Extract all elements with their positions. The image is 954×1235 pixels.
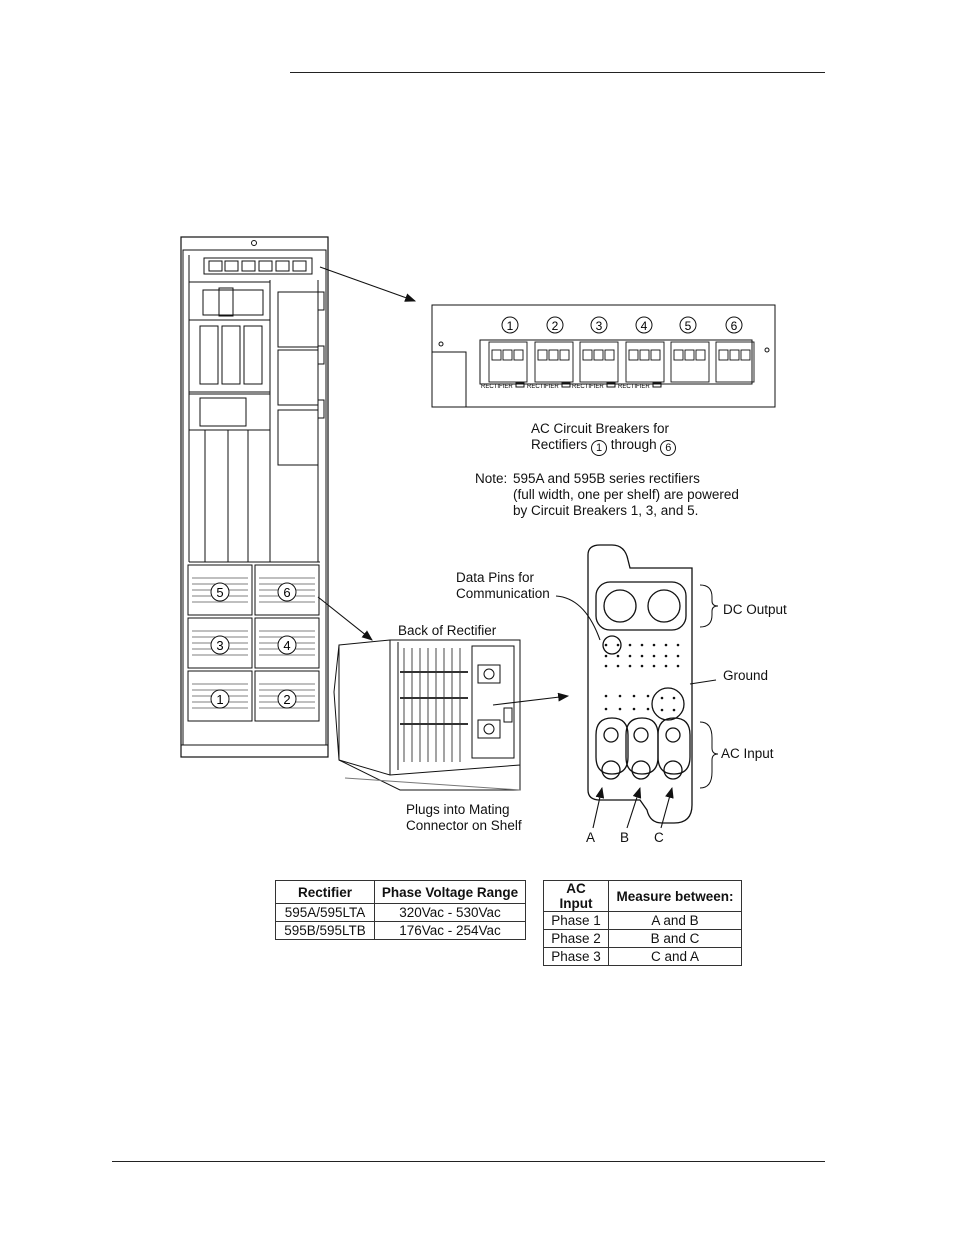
breaker-number: 2 (552, 319, 559, 333)
table-cell: 320Vac - 530Vac (374, 903, 526, 922)
header-rule (290, 72, 825, 73)
rectifier-tag: RECTIFIER (527, 384, 559, 390)
leader-lines (317, 266, 717, 829)
breaker-panel (431, 304, 776, 408)
rectifier-back-drawing (333, 639, 521, 791)
breaker-caption-line2: Rectifiers 1 through 6 (531, 437, 677, 456)
note-label: Note: (475, 471, 508, 486)
table-header: Rectifier (275, 880, 375, 904)
data-pins-line2: Communication (456, 586, 550, 601)
rectifier-slot-numbers: 5 6 3 4 1 2 (210, 582, 297, 709)
table-header-row: AC Input Measure between: (543, 880, 742, 912)
note-line2: (full width, one per shelf) are powered (513, 487, 739, 502)
breaker-number: 1 (507, 319, 514, 333)
slot-number: 3 (216, 638, 223, 653)
table-row: 595A/595LTA 320Vac - 530Vac (275, 903, 526, 922)
table-header-row: Rectifier Phase Voltage Range (275, 880, 526, 904)
table-cell: Phase 3 (543, 947, 609, 966)
rectifier-vent-hatching (192, 577, 315, 709)
note-line3: by Circuit Breakers 1, 3, and 5. (513, 503, 699, 518)
table-cell: C and A (608, 947, 742, 966)
cabinet-frame (180, 236, 329, 758)
table-cell: B and C (608, 929, 742, 948)
phase-measure-table: AC Input Measure between: Phase 1 A and … (543, 880, 742, 966)
footer-rule (112, 1161, 825, 1162)
breaker-number: 3 (596, 319, 603, 333)
caption-through: through (610, 437, 657, 452)
dc-output-label: DC Output (723, 602, 787, 617)
note-line1: 595A and 595B series rectifiers (513, 471, 700, 486)
ac-input-bracket (699, 721, 719, 789)
table-row: Phase 3 C and A (543, 947, 742, 966)
caption-number-first: 1 (591, 440, 608, 456)
breaker-caption-line1: AC Circuit Breakers for (531, 421, 670, 436)
slot-number: 1 (216, 692, 223, 707)
caption-rectifiers: Rectifiers (531, 437, 588, 452)
phase-a-label: A (586, 830, 596, 845)
connector-face (587, 544, 693, 824)
slot-number: 2 (283, 692, 290, 707)
plugs-label: Plugs into Mating Connector on Shelf (406, 802, 522, 834)
table-cell: 176Vac - 254Vac (374, 921, 526, 940)
breaker-number: 6 (731, 319, 738, 333)
plugs-line2: Connector on Shelf (406, 818, 522, 833)
plugs-line1: Plugs into Mating (406, 802, 510, 817)
connector-pins (604, 643, 680, 712)
breaker-number: 5 (685, 319, 692, 333)
slot-number: 6 (283, 585, 290, 600)
back-of-rectifier-label: Back of Rectifier (398, 623, 497, 638)
table-cell: 595B/595LTB (275, 921, 375, 940)
table-row: 595B/595LTB 176Vac - 254Vac (275, 921, 526, 940)
table-header: AC Input (543, 880, 609, 912)
table-header: Phase Voltage Range (374, 880, 526, 904)
rectifier-tag: RECTIFIER (481, 384, 513, 390)
table-row: Phase 2 B and C (543, 929, 742, 948)
breaker-caption: AC Circuit Breakers for Rectifiers 1 thr… (531, 421, 677, 456)
phase-b-label: B (620, 830, 630, 845)
slot-number: 5 (216, 585, 223, 600)
ac-input-label: AC Input (721, 746, 774, 761)
rectifier-tag: RECTIFIER (572, 384, 604, 390)
voltage-range-table: Rectifier Phase Voltage Range 595A/595LT… (275, 880, 526, 940)
table-row: Phase 1 A and B (543, 911, 742, 930)
slot-number: 4 (283, 638, 290, 653)
caption-number-last: 6 (660, 440, 677, 456)
table-cell: 595A/595LTA (275, 903, 375, 922)
breaker-number: 4 (641, 319, 648, 333)
table-header: Measure between: (608, 880, 742, 912)
rectifier-tag: RECTIFIER (618, 384, 650, 390)
table-cell: A and B (608, 911, 742, 930)
note-text: 595A and 595B series rectifiers (full wi… (513, 471, 739, 519)
phase-c-label: C (654, 830, 664, 845)
breaker-rectifier-tags: RECTIFIER RECTIFIER RECTIFIER RECTIFIER (481, 384, 650, 390)
data-pins-label: Data Pins for Communication (456, 570, 550, 602)
ground-label: Ground (723, 668, 769, 683)
data-pins-line1: Data Pins for (456, 570, 535, 585)
rectifier-back-vents (400, 648, 468, 762)
table-cell: Phase 2 (543, 929, 609, 948)
dc-output-bracket (699, 584, 719, 628)
table-cell: Phase 1 (543, 911, 609, 930)
breaker-numbers: 1 2 3 4 5 6 (507, 319, 738, 333)
